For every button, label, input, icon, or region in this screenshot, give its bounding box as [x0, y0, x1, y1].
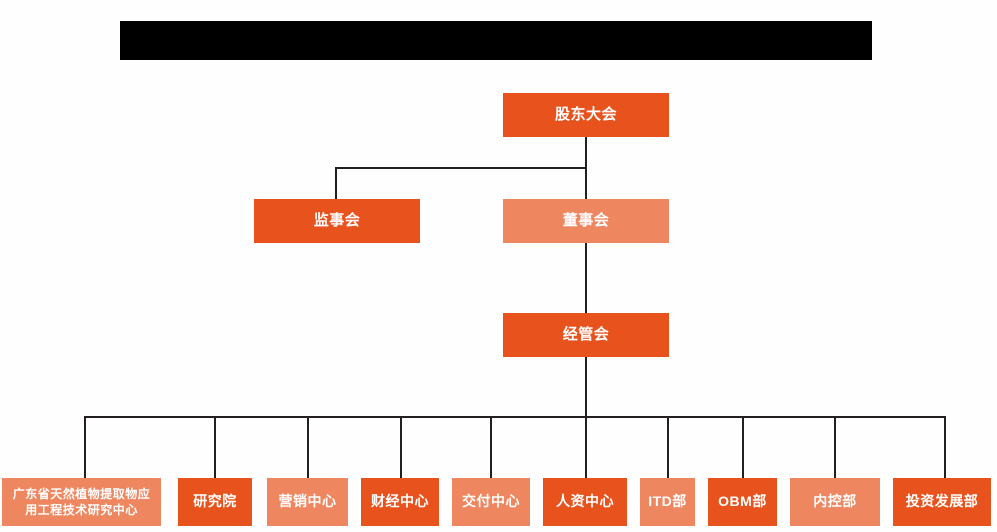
connector-drop-dept-1 — [84, 416, 86, 478]
department-box-marketing-center[interactable]: 营销中心 — [267, 478, 348, 526]
connector-drop-dept-3 — [307, 416, 309, 478]
department-label: OBM部 — [718, 493, 767, 510]
connector-management-stem — [585, 357, 587, 417]
department-label: 内控部 — [813, 493, 857, 510]
connector-directors-to-management — [585, 243, 587, 313]
connector-directors-drop — [585, 167, 587, 199]
department-box-obm[interactable]: OBM部 — [708, 478, 777, 526]
department-label: 人资中心 — [556, 493, 614, 510]
connector-departments-bus — [84, 416, 944, 418]
connector-supervisors-drop — [335, 167, 337, 199]
node-label: 股东大会 — [554, 105, 617, 123]
department-box-hr-center[interactable]: 人资中心 — [543, 478, 627, 526]
connector-drop-dept-9 — [834, 416, 836, 478]
redaction-bar — [120, 21, 872, 60]
department-box-itd[interactable]: ITD部 — [640, 478, 695, 526]
connector-drop-dept-8 — [742, 416, 744, 478]
department-label: 研究院 — [193, 493, 237, 510]
node-label: 监事会 — [313, 211, 361, 229]
department-label: 广东省天然植物提取物应用工程技术研究中心 — [12, 486, 151, 517]
department-label: ITD部 — [648, 493, 687, 510]
node-board-of-directors[interactable]: 董事会 — [503, 199, 669, 243]
department-box-guangdong-research-center[interactable]: 广东省天然植物提取物应用工程技术研究中心 — [2, 478, 161, 526]
department-label: 财经中心 — [371, 493, 429, 510]
connector-drop-dept-2 — [214, 416, 216, 478]
node-shareholders-meeting[interactable]: 股东大会 — [503, 93, 669, 137]
department-label: 投资发展部 — [905, 493, 979, 510]
department-box-internal-control[interactable]: 内控部 — [790, 478, 880, 526]
department-label: 营销中心 — [278, 493, 337, 510]
department-box-finance-center[interactable]: 财经中心 — [361, 478, 439, 526]
department-label: 交付中心 — [462, 493, 520, 510]
connector-drop-dept-10 — [944, 416, 946, 478]
node-label: 经管会 — [562, 325, 610, 343]
connector-drop-dept-5 — [490, 416, 492, 478]
node-board-of-supervisors[interactable]: 监事会 — [254, 199, 420, 243]
department-box-research-institute[interactable]: 研究院 — [178, 478, 252, 526]
connector-drop-dept-7 — [667, 416, 669, 478]
connector-drop-dept-6 — [585, 416, 587, 478]
node-management-committee[interactable]: 经管会 — [503, 313, 669, 357]
department-box-delivery-center[interactable]: 交付中心 — [452, 478, 530, 526]
connector-drop-dept-4 — [400, 416, 402, 478]
connector-shareholders-stem — [585, 137, 587, 169]
connector-tier2-bus — [336, 167, 587, 169]
department-box-investment-development[interactable]: 投资发展部 — [893, 478, 991, 526]
node-label: 董事会 — [562, 211, 610, 229]
